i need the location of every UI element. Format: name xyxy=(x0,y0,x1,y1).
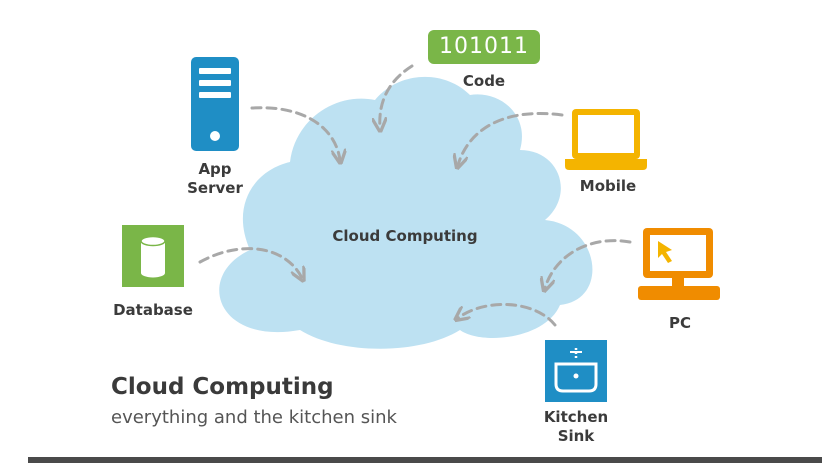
database-label: Database xyxy=(113,301,193,319)
arrow-code xyxy=(380,64,414,128)
arrow-mobile xyxy=(458,111,564,165)
kitchen-sink-label-line2: Sink xyxy=(557,427,595,445)
arrow-pc xyxy=(545,239,632,288)
app-server-label-line1: App xyxy=(198,160,232,178)
code-label: Code xyxy=(462,72,506,90)
server-icon xyxy=(191,57,239,151)
arrow-kitchen-sink xyxy=(458,302,557,327)
cloud-center-label: Cloud Computing xyxy=(332,227,478,245)
mobile-label: Mobile xyxy=(579,177,637,195)
cloud-shape xyxy=(219,76,593,349)
code-badge-icon xyxy=(428,30,540,64)
app-server-label: App Server xyxy=(175,160,255,198)
kitchen-sink-label-line1: Kitchen xyxy=(543,408,609,426)
database-icon xyxy=(122,225,184,287)
laptop-icon xyxy=(565,109,647,170)
caption-title: Cloud Computing xyxy=(111,374,334,400)
arrow-database xyxy=(198,247,302,278)
code-badge-value: 101011 xyxy=(439,34,529,59)
caption-subtitle: everything and the kitchen sink xyxy=(111,407,397,428)
kitchen-sink-icon xyxy=(545,340,607,402)
pc-label: PC xyxy=(668,314,691,332)
bottom-divider xyxy=(28,457,822,463)
app-server-label-line2: Server xyxy=(187,179,243,197)
desktop-pc-icon xyxy=(638,228,720,300)
arrow-app-server xyxy=(250,106,340,160)
kitchen-sink-label: Kitchen Sink xyxy=(528,408,624,446)
